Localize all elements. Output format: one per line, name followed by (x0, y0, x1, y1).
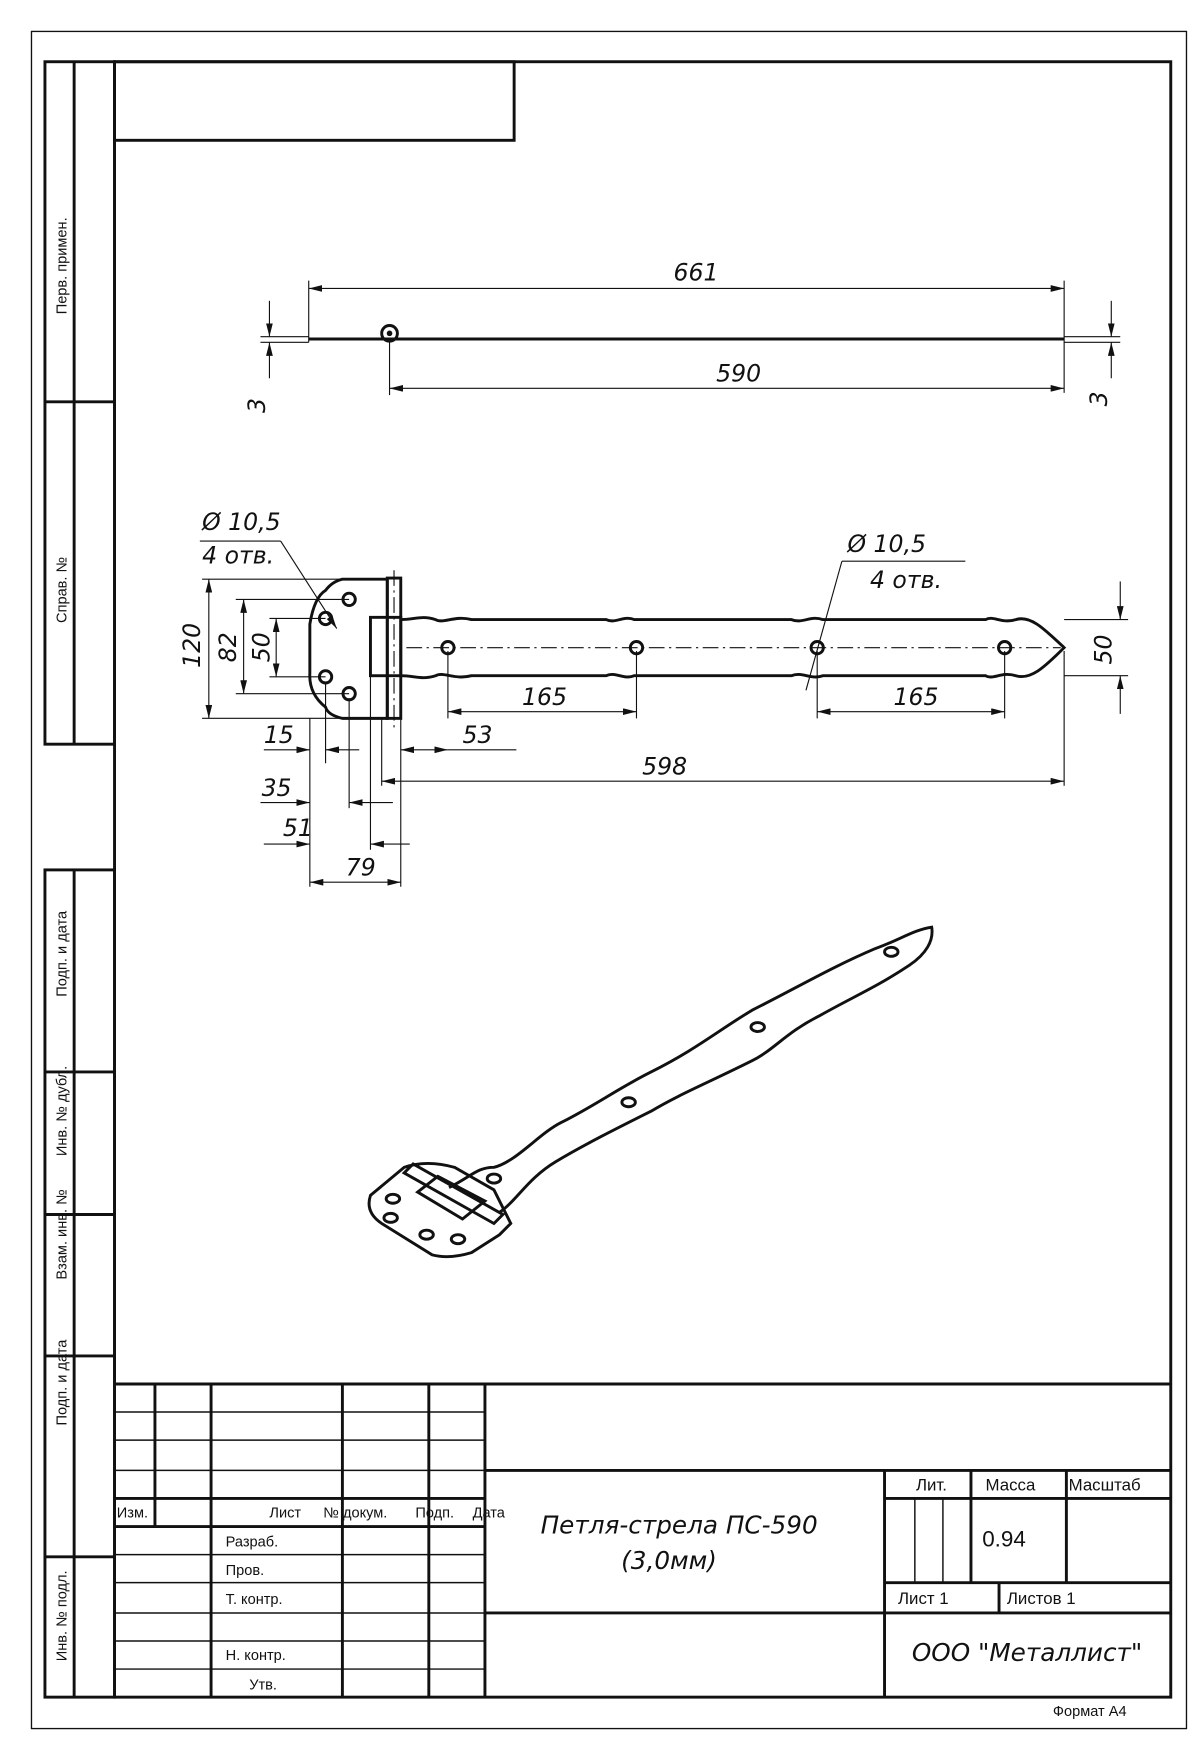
top-view (260, 280, 1121, 396)
row-n-kontr: Н. контр. (226, 1648, 286, 1664)
dim-120: 120 (178, 623, 206, 668)
label-perv-primen: Перв. примен. (54, 217, 70, 314)
label-sprav-no: Справ. № (54, 557, 70, 623)
label-lit: Лит. (916, 1476, 947, 1495)
top-left-box (113, 60, 516, 142)
label-podp-data-2: Подп. и дата (54, 1339, 70, 1426)
sheet-number: Лист 1 (898, 1589, 949, 1608)
format-label: Формат А4 (1053, 1704, 1127, 1720)
col-data: Дата (473, 1506, 506, 1522)
row-razrab: Разраб. (226, 1535, 278, 1551)
side-strip (43, 60, 116, 1699)
dim-50-left: 50 (247, 632, 275, 662)
dim-50-right: 50 (1089, 635, 1117, 665)
row-utv: Утв. (249, 1677, 277, 1693)
label-vzam-inv: Взам. инв. № (54, 1189, 70, 1279)
dim-3-right: 3 (1085, 391, 1113, 406)
company-name: ООО "Металлист" (912, 1638, 1142, 1667)
dim-15: 15 (264, 721, 294, 749)
sheets-total: Листов 1 (1007, 1589, 1076, 1608)
part-name: Петля-стрела ПС-590 (541, 1510, 818, 1539)
hole-right-dia: Ø 10,5 (847, 530, 927, 558)
dim-82: 82 (214, 632, 242, 662)
dim-590: 590 (716, 360, 761, 388)
mass-value: 0.94 (982, 1527, 1026, 1552)
col-podp: Подп. (415, 1506, 454, 1522)
row-t-kontr: Т. контр. (226, 1592, 283, 1608)
dim-165-right: 165 (894, 683, 939, 711)
label-inv-dubl: Инв. № дубл. (54, 1066, 70, 1156)
dim-35: 35 (262, 774, 292, 802)
col-izm: Изм. (117, 1506, 148, 1522)
dim-51: 51 (283, 814, 313, 842)
dim-598: 598 (642, 752, 687, 780)
drawing-frame (113, 60, 1173, 1699)
label-podp-data-1: Подп. и дата (54, 910, 70, 997)
label-masshtab: Масштаб (1069, 1476, 1141, 1495)
isometric-view (367, 925, 934, 1259)
dim-53: 53 (463, 721, 493, 749)
front-view (199, 540, 1129, 887)
hole-left-dia: Ø 10,5 (201, 508, 281, 536)
hole-left-count: 4 отв. (202, 541, 274, 569)
dim-165-left: 165 (522, 683, 567, 711)
dim-3-left: 3 (243, 398, 271, 413)
row-prov: Пров. (226, 1563, 265, 1579)
label-inv-podl: Инв. № подл. (54, 1570, 70, 1661)
col-no-dokum: № докум. (323, 1506, 387, 1522)
title-block (114, 1382, 1171, 1698)
col-list: Лист (269, 1506, 301, 1522)
label-massa: Масса (986, 1476, 1036, 1495)
outer-border (30, 30, 1188, 1730)
dim-79: 79 (346, 854, 376, 882)
part-thickness: (3,0мм) (621, 1546, 717, 1575)
dim-661: 661 (674, 259, 719, 287)
hole-right-count: 4 отв. (870, 566, 942, 594)
